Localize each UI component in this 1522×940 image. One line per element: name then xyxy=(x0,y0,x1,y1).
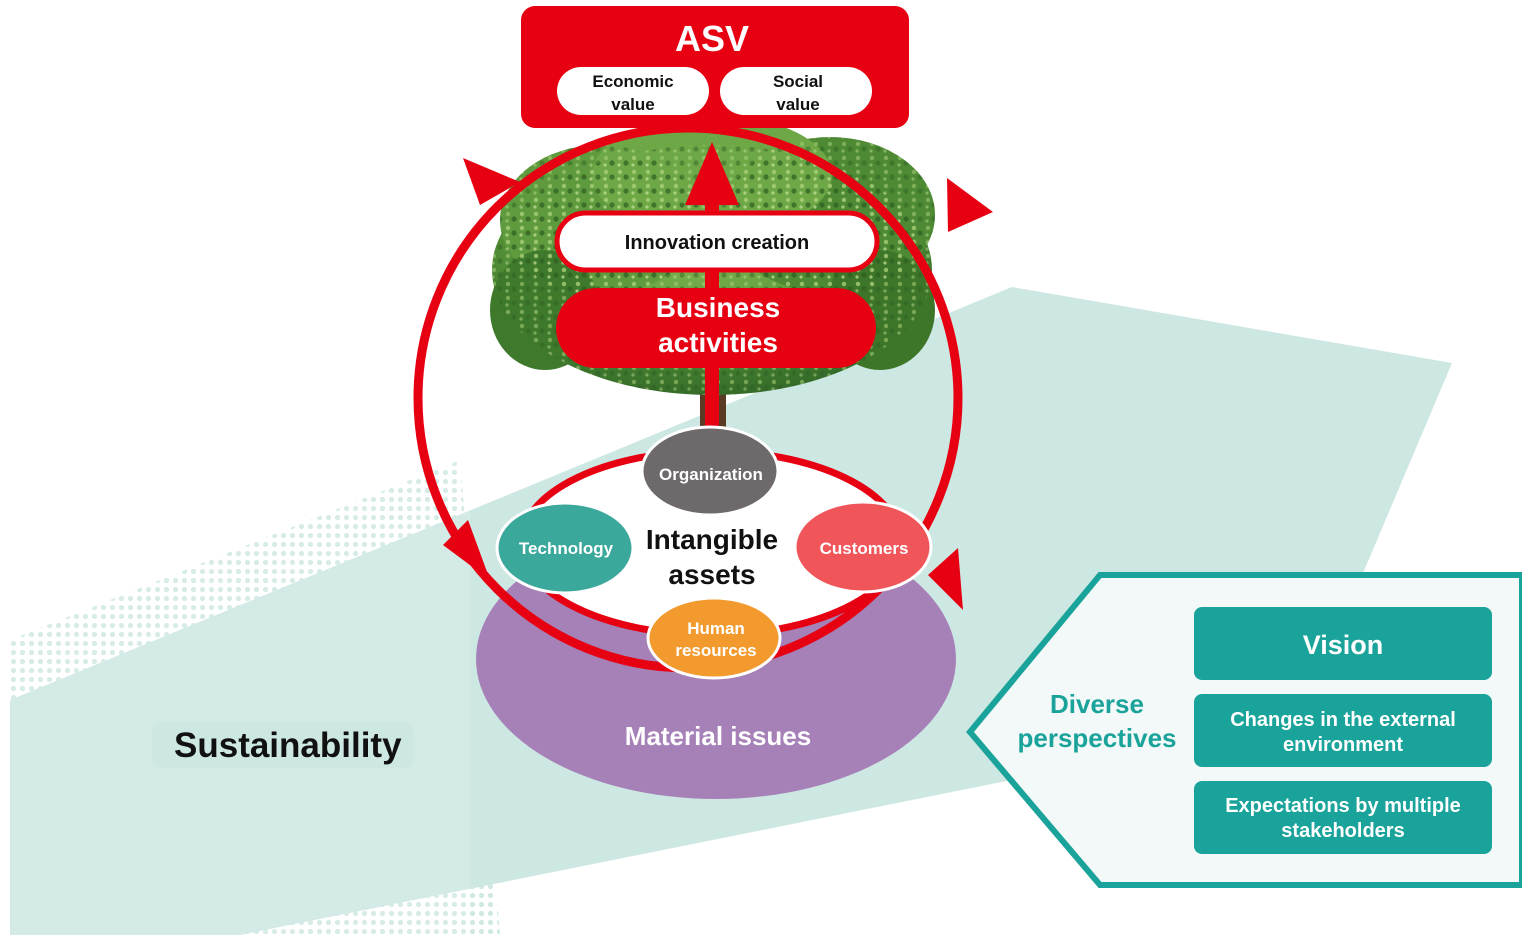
sustainability-label-bg xyxy=(152,722,414,768)
material-issues-label: Material issues xyxy=(625,721,811,751)
perspectives-title-line1: Diverse xyxy=(1050,689,1144,719)
business-activities-line2: activities xyxy=(658,327,778,358)
external-environment-line2: environment xyxy=(1283,734,1403,756)
perspectives-title-line2: perspectives xyxy=(1018,723,1177,753)
external-environment-box xyxy=(1194,694,1492,767)
organization-circle xyxy=(640,425,780,517)
stakeholders-box xyxy=(1194,781,1492,854)
growth-arrow-head xyxy=(685,142,739,205)
external-environment-line1: Changes in the external xyxy=(1230,709,1456,731)
vision-box xyxy=(1194,607,1492,680)
intangible-assets-line2: assets xyxy=(668,559,755,590)
asv-title: ASV xyxy=(675,18,749,59)
human-resources-line2: resources xyxy=(675,641,756,660)
technology-circle xyxy=(495,501,635,595)
social-value-line1: Social xyxy=(773,72,823,91)
innovation-creation-label: Innovation creation xyxy=(625,232,809,254)
economic-value-line2: value xyxy=(611,95,654,114)
social-value-pill xyxy=(720,67,872,115)
cycle-arrow-left xyxy=(443,520,490,580)
cycle-arrow-top-right xyxy=(947,178,993,232)
intangible-assets-line1: Intangible xyxy=(646,524,778,555)
organization-label: Organization xyxy=(659,465,763,484)
economic-value-line1: Economic xyxy=(592,72,673,91)
stakeholders-line2: stakeholders xyxy=(1281,820,1404,842)
stakeholders-line1: Expectations by multiple xyxy=(1225,795,1461,817)
innovation-creation-pill xyxy=(554,210,880,273)
economic-value-pill xyxy=(557,67,709,115)
cycle-arrow-bottom-right xyxy=(928,548,963,610)
business-activities-pill xyxy=(556,288,876,368)
customers-label: Customers xyxy=(820,539,909,558)
cycle-arrow-top-left xyxy=(463,158,520,205)
customers-circle xyxy=(793,500,933,594)
social-value-line2: value xyxy=(776,95,819,114)
technology-label: Technology xyxy=(519,539,614,558)
business-activities-line1: Business xyxy=(656,292,781,323)
human-resources-line1: Human xyxy=(687,619,745,638)
human-resources-circle xyxy=(646,596,782,680)
sustainability-label: Sustainability xyxy=(174,726,402,765)
vision-label: Vision xyxy=(1303,630,1384,660)
